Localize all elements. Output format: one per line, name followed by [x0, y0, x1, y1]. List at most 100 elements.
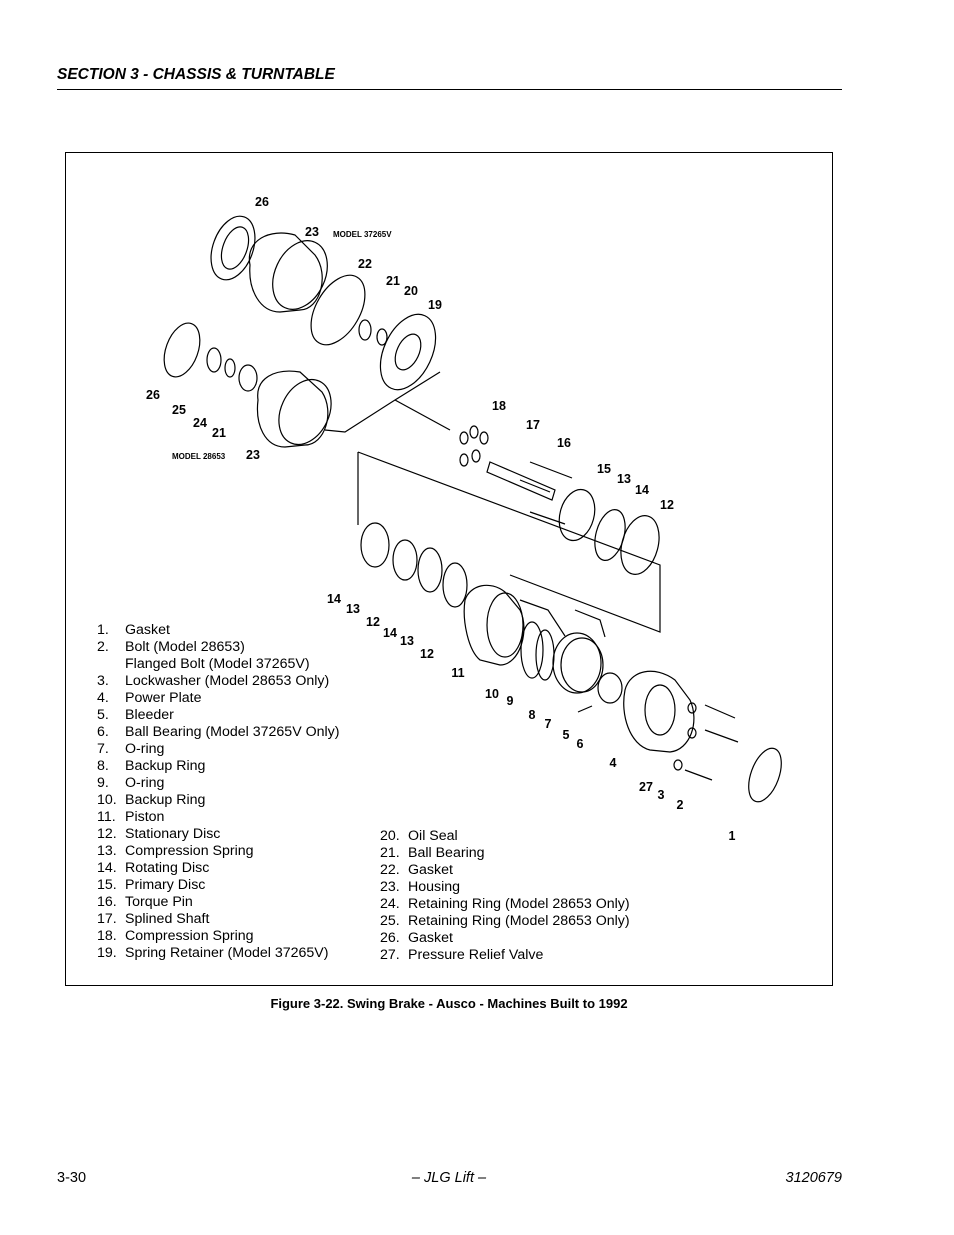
legend-item-number: 15. — [97, 877, 117, 893]
legend-item: 7.O-ring — [97, 741, 340, 758]
callout-6: 6 — [577, 737, 584, 751]
gasket-26-lower — [163, 322, 201, 378]
stationary-disc-12 — [620, 515, 660, 575]
callout-20: 20 — [404, 284, 418, 298]
legend-item-text: Gasket — [408, 930, 453, 946]
legend-item: 3.Lockwasher (Model 28653 Only) — [97, 673, 340, 690]
legend-item-text: Torque Pin — [125, 894, 193, 910]
legend-item-text: Backup Ring — [125, 792, 206, 808]
legend-item-number: 7. — [97, 741, 109, 757]
legend-item-text: Compression Spring — [125, 928, 254, 944]
callout-8: 8 — [529, 708, 536, 722]
legend-item-text: Ball Bearing (Model 37265V Only) — [125, 724, 340, 740]
callout-13-upper: 13 — [617, 472, 631, 486]
bearing-21-upper — [358, 319, 372, 341]
legend-item: 15.Primary Disc — [97, 877, 340, 894]
callout-10: 10 — [485, 687, 499, 701]
legend-item: 11.Piston — [97, 809, 340, 826]
legend-item: 25.Retaining Ring (Model 28653 Only) — [380, 913, 630, 930]
retaining-ring-25 — [206, 347, 222, 373]
figure-frame — [65, 152, 833, 986]
legend-item-number: 9. — [97, 775, 109, 791]
legend-item-number: 18. — [97, 928, 117, 944]
diagram-part — [519, 599, 606, 638]
callout-14-lower: 14 — [383, 626, 397, 640]
diagram-part — [278, 378, 332, 446]
primary-disc-15 — [558, 488, 596, 542]
callout-11: 11 — [451, 666, 464, 680]
legend-item-number: 2. — [97, 639, 109, 655]
legend-item-number: 11. — [97, 809, 116, 825]
callout-14-mid: 14 — [327, 592, 341, 606]
gasket-1 — [748, 747, 782, 803]
callout-25: 25 — [172, 403, 186, 417]
legend-item: 13.Compression Spring — [97, 843, 340, 860]
rotating-disc-14-mid — [392, 539, 418, 581]
legend-item-text: Rotating Disc — [125, 860, 210, 876]
diagram-part — [324, 371, 441, 433]
legend-item-text: Retaining Ring (Model 28653 Only) — [408, 896, 630, 912]
legend-item: 14. Rotating Disc — [97, 860, 340, 877]
legend-item-text: Bleeder — [125, 707, 174, 723]
legend-item-number: 19. — [97, 945, 117, 961]
diagram-part — [644, 684, 676, 736]
legend-item-text: Gasket — [408, 862, 453, 878]
footer-brand: – JLG Lift – — [0, 1170, 954, 1186]
legend-item-number: 16. — [97, 894, 117, 910]
callout-22: 22 — [358, 257, 372, 271]
legend-item-number: 12. — [97, 826, 117, 842]
callout-1: 1 — [729, 829, 736, 843]
legend-item-text: Stationary Disc — [125, 826, 221, 842]
diagram-part — [471, 449, 481, 463]
section-title: SECTION 3 - CHASSIS & TURNTABLE — [57, 66, 335, 83]
legend-item-text: O-ring — [125, 775, 165, 791]
legend-item-text: Oil Seal — [408, 828, 458, 844]
page-number: 3-30 — [57, 1170, 87, 1186]
callout-14-upper: 14 — [635, 483, 649, 497]
model-label-lower: MODEL 28653 — [172, 452, 226, 461]
splined-shaft-17 — [486, 461, 556, 501]
callout-26-upper: 26 — [255, 195, 269, 209]
legend-item-number: 25. — [380, 913, 400, 929]
header-rule — [57, 89, 842, 90]
callout-3: 3 — [658, 788, 665, 802]
legend-item-number: 14. — [97, 860, 117, 876]
diagram-part — [357, 451, 661, 633]
legend-item-number: 23. — [380, 879, 400, 895]
callout-9: 9 — [507, 694, 514, 708]
legend-item-text: Spring Retainer (Model 37265V) — [125, 945, 329, 961]
legend-item-text: Power Plate — [125, 690, 202, 706]
legend-item: 5.Bleeder — [97, 707, 340, 724]
legend-item-text: Lockwasher (Model 28653 Only) — [125, 673, 330, 689]
legend-item: 27.Pressure Relief Valve — [380, 947, 630, 964]
legend-item: 9. O-ring — [97, 775, 340, 792]
diagram-part — [442, 562, 468, 608]
diagram-part — [220, 226, 250, 270]
callout-2: 2 — [677, 798, 684, 812]
legend-item-number: 1. — [97, 622, 109, 638]
callout-13-lower: 13 — [400, 634, 414, 648]
backup-ring-10 — [520, 621, 544, 679]
callout-23-lower: 23 — [246, 448, 260, 462]
legend-item: 20.Oil Seal — [380, 828, 630, 845]
diagram-part — [687, 727, 697, 739]
gasket-22 — [310, 274, 366, 346]
stationary-disc-12-mid2 — [417, 547, 443, 593]
legend-item-text: Backup Ring — [125, 758, 206, 774]
callout-19: 19 — [428, 298, 442, 312]
callout-27: 27 — [639, 780, 653, 794]
torque-pin-16 — [529, 461, 573, 479]
callout-17: 17 — [526, 418, 540, 432]
bolt-2 — [684, 704, 739, 781]
housing-23-lower — [256, 370, 329, 448]
ball-bearing-6 — [597, 672, 623, 704]
stationary-disc-12-mid — [360, 522, 390, 568]
legend-item-number: 22. — [380, 862, 400, 878]
legend-item-text: Gasket — [125, 622, 170, 638]
callout-12-lower: 12 — [420, 647, 434, 661]
legend-item: 21.Ball Bearing — [380, 845, 630, 862]
callout-13-mid: 13 — [346, 602, 360, 616]
legend-item-number: 13. — [97, 843, 117, 859]
